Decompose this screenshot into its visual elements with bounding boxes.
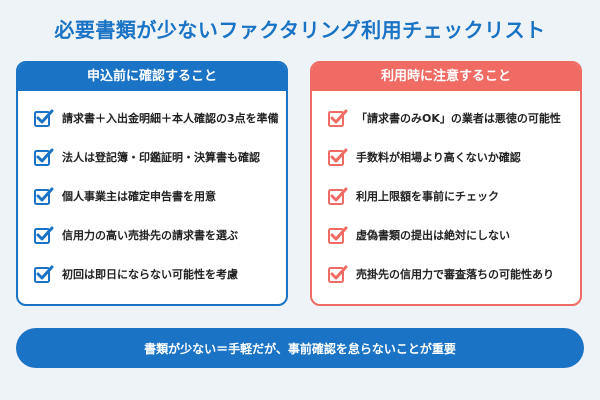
page-title: 必要書類が少ないファクタリング利用チェックリスト <box>54 18 546 42</box>
summary-banner: 書類が少ない＝手軽だが、事前確認を怠らないことが重要 <box>16 328 584 368</box>
list-item: 信用力の高い売掛先の請求書を選ぶ <box>34 224 278 246</box>
list-item-text: 個人事業主は確定申告書を用意 <box>62 190 216 203</box>
list-item-text: 初回は即日にならない可能性を考慮 <box>62 268 238 281</box>
check-icon <box>328 148 348 166</box>
summary-text: 書類が少ない＝手軽だが、事前確認を怠らないことが重要 <box>144 341 456 356</box>
pre-application-checklist-card: 申込前に確認すること 請求書＋入出金明細＋本人確認の3点を準備 法人は登記簿・印… <box>16 61 288 306</box>
list-item-text: 請求書＋入出金明細＋本人確認の3点を準備 <box>62 112 279 125</box>
list-item: 手数料が相場より高くないか確認 <box>328 146 572 168</box>
list-item: 初回は即日にならない可能性を考慮 <box>34 263 278 285</box>
usage-caution-checklist-card: 利用時に注意すること 「請求書のみOK」の業者は悪徳の可能性 手数料が相場より高… <box>310 61 582 306</box>
list-item-text: 利用上限額を事前にチェック <box>356 190 499 203</box>
list-item: 虚偽書類の提出は絶対にしない <box>328 224 572 246</box>
check-icon <box>34 109 54 127</box>
card-heading: 利用時に注意すること <box>312 63 580 91</box>
list-item: 「請求書のみOK」の業者は悪徳の可能性 <box>328 107 572 129</box>
list-item-text: 手数料が相場より高くないか確認 <box>356 151 521 164</box>
list-item-text: 虚偽書類の提出は絶対にしない <box>356 229 510 242</box>
list-item-text: 法人は登記簿・印鑑証明・決算書も確認 <box>62 151 260 164</box>
card-heading: 申込前に確認すること <box>18 63 286 91</box>
list-item: 個人事業主は確定申告書を用意 <box>34 185 278 207</box>
check-icon <box>328 226 348 244</box>
check-icon <box>328 265 348 283</box>
check-icon <box>34 226 54 244</box>
check-icon <box>34 148 54 166</box>
check-icon <box>328 187 348 205</box>
list-item-text: 売掛先の信用力で審査落ちの可能性あり <box>356 268 554 281</box>
list-item: 売掛先の信用力で審査落ちの可能性あり <box>328 263 572 285</box>
check-icon <box>34 265 54 283</box>
list-item: 請求書＋入出金明細＋本人確認の3点を準備 <box>34 107 279 129</box>
list-item: 法人は登記簿・印鑑証明・決算書も確認 <box>34 146 278 168</box>
list-item-text: 「請求書のみOK」の業者は悪徳の可能性 <box>356 112 561 125</box>
check-icon <box>34 187 54 205</box>
check-icon <box>328 109 348 127</box>
list-item: 利用上限額を事前にチェック <box>328 185 572 207</box>
list-item-text: 信用力の高い売掛先の請求書を選ぶ <box>62 229 238 242</box>
